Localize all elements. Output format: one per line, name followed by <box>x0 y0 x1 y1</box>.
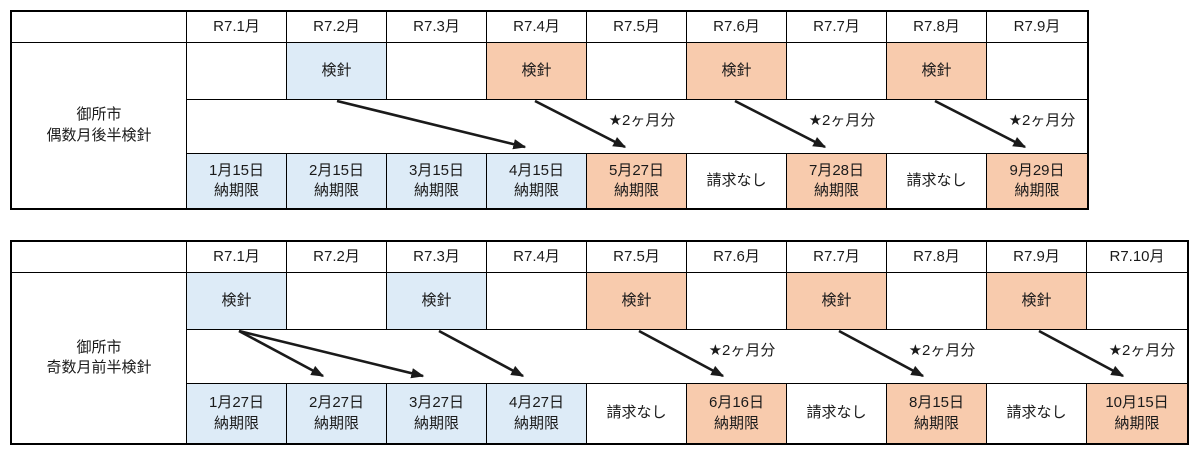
no-billing-cell: 請求なし <box>787 384 887 443</box>
deadline-cell: 7月28日 納期限 <box>787 154 887 208</box>
kenshin-cell: 検針 <box>187 273 287 330</box>
month-header: R7.2月 <box>287 12 387 43</box>
month-header: R7.6月 <box>687 12 787 43</box>
star-note: ★2ヶ月分 <box>708 342 776 359</box>
deadline-cell: 1月15日 納期限 <box>187 154 287 208</box>
no-billing-cell: 請求なし <box>687 154 787 208</box>
month-header: R7.9月 <box>987 12 1087 43</box>
flow-arrow <box>534 100 627 149</box>
month-header: R7.3月 <box>387 12 487 43</box>
billing-arrows-svg <box>238 330 1125 379</box>
month-header: R7.3月 <box>387 242 487 273</box>
no-billing-cell: 請求なし <box>887 154 987 208</box>
flow-arrow <box>438 330 525 378</box>
deadline-cell: 9月29日 納期限 <box>987 154 1087 208</box>
flow-arrow <box>638 330 725 378</box>
star-note: ★2ヶ月分 <box>908 342 976 359</box>
month-header: R7.6月 <box>687 242 787 273</box>
kenshin-cell: 検針 <box>587 273 687 330</box>
no-billing-cell: 請求なし <box>987 384 1087 443</box>
kenshin-cell: 検針 <box>287 43 387 100</box>
month-header: R7.9月 <box>987 242 1087 273</box>
flow-arrow <box>838 330 925 378</box>
table-label: 御所市 偶数月後半検針 <box>12 43 187 208</box>
kenshin-cell: 検針 <box>487 43 587 100</box>
kenshin-cell: 検針 <box>987 273 1087 330</box>
month-header: R7.7月 <box>787 12 887 43</box>
deadline-cell: 2月15日 納期限 <box>287 154 387 208</box>
kenshin-cell <box>687 273 787 330</box>
kenshin-cell <box>187 43 287 100</box>
kenshin-cell <box>387 43 487 100</box>
corner-cell <box>12 242 187 273</box>
schedule-table-odd-month: R7.1月 R7.2月 R7.3月 R7.4月 R7.5月 R7.6月 R7.7… <box>10 240 1189 445</box>
month-header: R7.4月 <box>487 242 587 273</box>
deadline-cell: 10月15日 納期限 <box>1087 384 1187 443</box>
flow-arrow <box>734 100 827 149</box>
corner-cell <box>12 12 187 43</box>
star-note: ★2ヶ月分 <box>1008 112 1076 129</box>
no-billing-cell: 請求なし <box>587 384 687 443</box>
month-header: R7.8月 <box>887 12 987 43</box>
kenshin-cell: 検針 <box>687 43 787 100</box>
star-note: ★2ヶ月分 <box>1108 342 1176 359</box>
kenshin-cell <box>887 273 987 330</box>
month-header: R7.5月 <box>587 242 687 273</box>
deadline-cell: 3月27日 納期限 <box>387 384 487 443</box>
kenshin-cell <box>587 43 687 100</box>
flow-arrow <box>238 330 325 378</box>
kenshin-cell: 検針 <box>387 273 487 330</box>
deadline-cell: 4月15日 納期限 <box>487 154 587 208</box>
deadline-cell: 8月15日 納期限 <box>887 384 987 443</box>
kenshin-cell <box>287 273 387 330</box>
deadline-cell: 5月27日 納期限 <box>587 154 687 208</box>
month-header: R7.10月 <box>1087 242 1187 273</box>
kenshin-cell: 検針 <box>787 273 887 330</box>
deadline-cell: 3月15日 納期限 <box>387 154 487 208</box>
deadline-cell: 6月16日 納期限 <box>687 384 787 443</box>
flow-arrow <box>336 100 527 150</box>
deadline-cell: 4月27日 納期限 <box>487 384 587 443</box>
kenshin-cell <box>787 43 887 100</box>
month-header: R7.5月 <box>587 12 687 43</box>
month-header: R7.4月 <box>487 12 587 43</box>
schedule-table-even-month: R7.1月 R7.2月 R7.3月 R7.4月 R7.5月 R7.6月 R7.7… <box>10 10 1089 210</box>
kenshin-cell: 検針 <box>887 43 987 100</box>
flow-arrow <box>934 100 1027 149</box>
table-label: 御所市 奇数月前半検針 <box>12 273 187 443</box>
star-note: ★2ヶ月分 <box>608 112 676 129</box>
month-header: R7.1月 <box>187 12 287 43</box>
month-header: R7.1月 <box>187 242 287 273</box>
kenshin-cell <box>987 43 1087 100</box>
flow-arrow <box>1038 330 1125 378</box>
billing-arrows-svg <box>336 100 1027 150</box>
arrow-zone: ★2ヶ月分 ★2ヶ月分 ★2ヶ月分 <box>187 330 1187 384</box>
month-header: R7.8月 <box>887 242 987 273</box>
arrow-zone: ★2ヶ月分 ★2ヶ月分 ★2ヶ月分 <box>187 100 1087 154</box>
month-header: R7.2月 <box>287 242 387 273</box>
deadline-cell: 1月27日 納期限 <box>187 384 287 443</box>
month-header: R7.7月 <box>787 242 887 273</box>
star-note: ★2ヶ月分 <box>808 112 876 129</box>
kenshin-cell <box>487 273 587 330</box>
deadline-cell: 2月27日 納期限 <box>287 384 387 443</box>
flow-arrow <box>238 330 425 379</box>
kenshin-cell <box>1087 273 1187 330</box>
